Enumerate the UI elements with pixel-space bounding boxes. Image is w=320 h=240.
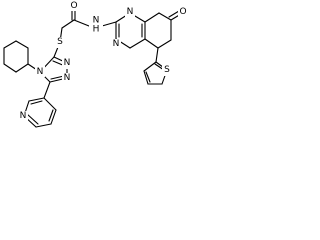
bond: [144, 38, 159, 49]
bond: [144, 12, 160, 23]
pyridine-nitrogen-label: N: [20, 111, 27, 121]
atom-label-line: N: [93, 16, 100, 26]
thioether-sulfur-label: S: [57, 37, 63, 47]
thiophene-sulfur-atom: S: [162, 65, 172, 76]
triazole-n1-atom: N: [62, 58, 72, 69]
bond: [101, 21, 117, 27]
atom-label-line: H: [93, 25, 100, 35]
bond: [43, 97, 57, 111]
thioether-sulfur-atom: S: [55, 37, 65, 48]
triazole-n4-atom: N: [35, 66, 45, 77]
amide-oxygen-label: O: [70, 1, 77, 11]
bond: [15, 63, 29, 73]
bond: [43, 81, 51, 99]
bond: [61, 19, 75, 29]
bond: [28, 97, 45, 102]
bond: [26, 113, 39, 125]
bond: [30, 100, 43, 105]
bond: [73, 19, 90, 27]
bond: [48, 109, 54, 122]
triazole-n2-label: N: [64, 73, 71, 83]
molecule-structure: O NH S N N O N: [3, 1, 188, 128]
bond: [143, 61, 157, 72]
bond: [155, 47, 159, 63]
bond: [157, 39, 172, 49]
bond: [3, 63, 17, 73]
amide-oxygen-atom: O: [69, 1, 79, 11]
triazole-n1-label: N: [64, 58, 71, 68]
thiophene-sulfur-label: S: [164, 65, 170, 75]
bond: [15, 40, 29, 49]
bond: [168, 10, 180, 18]
quinazoline-n1-label: N: [113, 39, 120, 49]
bond: [145, 71, 151, 83]
bond: [129, 38, 146, 49]
ketone-oxygen-atom: O: [178, 7, 188, 17]
quinazoline-n3-atom: N: [125, 6, 135, 17]
triazole-n2-atom: N: [62, 73, 72, 84]
triazole-n4-label: N: [37, 67, 44, 77]
bond: [143, 70, 149, 85]
bond: [158, 12, 172, 21]
bond: [50, 109, 57, 125]
bond: [35, 123, 52, 128]
bond: [50, 75, 65, 80]
quinazoline-n3-label: N: [127, 7, 134, 17]
ketone-oxygen-label: O: [179, 7, 186, 17]
quinazoline-n1-atom: N: [111, 39, 121, 50]
pyridine-nitrogen-atom: N: [18, 111, 28, 122]
bond: [3, 40, 17, 49]
